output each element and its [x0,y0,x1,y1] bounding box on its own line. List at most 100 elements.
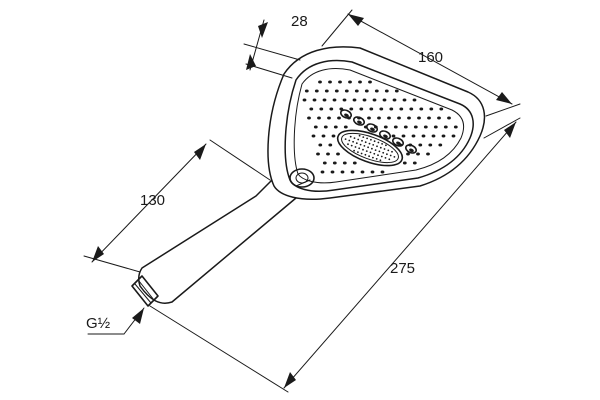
center-dot [365,150,368,153]
nozzle [334,89,339,93]
nozzle [340,170,345,174]
center-dot [387,149,390,152]
nozzle [443,125,448,129]
center-dot [379,159,382,162]
center-dot [357,151,359,154]
faceplate-rim [293,68,465,184]
nozzle [330,170,335,174]
center-dot [376,145,378,148]
center-dot [384,157,387,159]
center-dot [358,134,361,137]
center-dot [378,150,381,153]
nozzle [344,89,349,93]
nozzle [437,116,441,120]
label-overall-length: 275 [390,260,415,277]
center-dot [352,140,354,143]
nozzle [406,152,410,156]
nozzle [319,107,324,111]
nozzle [439,107,444,111]
nozzle [402,161,407,165]
nozzle [411,134,416,138]
center-dot [363,145,366,147]
nozzle [451,134,456,138]
nozzle [316,152,320,156]
center-dot [381,143,383,145]
center-dot [383,148,386,150]
center-dot [393,156,396,158]
nozzle [329,107,334,111]
nozzle [331,134,336,138]
nozzle [377,116,381,120]
nozzle [382,98,387,102]
nozzle [383,125,388,129]
nozzle [441,134,446,138]
nozzle [428,143,433,147]
center-spray-dots [344,134,396,162]
hand-shower [131,46,486,307]
nozzle [407,116,411,120]
nozzle [336,152,340,156]
nozzle [307,116,311,120]
label-head-depth: 28 [291,13,308,30]
nozzle [391,134,396,138]
massage-nozzle [352,116,366,126]
nozzle [453,125,458,129]
massage-nozzle-row [339,109,418,154]
center-dot [362,136,365,139]
nozzle [380,170,385,174]
nozzle [370,170,375,174]
nozzle [352,161,357,165]
nozzle [362,98,367,102]
center-dot [355,142,358,145]
nozzle [332,161,337,165]
nozzle [323,125,328,129]
center-dot [382,151,385,154]
massage-nozzle [339,109,353,119]
nozzle [333,125,338,129]
center-dot [373,152,376,155]
center-dot [368,142,371,145]
nozzle [402,98,407,102]
center-dot [380,155,383,158]
center-dot [377,141,380,144]
center-dot [358,147,361,150]
nozzle [358,80,362,84]
dim-head-depth [243,19,301,79]
center-dot [362,148,364,151]
center-dot [385,144,387,147]
nozzle [384,89,389,93]
nozzle [429,107,434,111]
nozzle [421,134,426,138]
shower-head-faceplate [284,59,474,192]
nozzle [343,125,348,129]
center-dot [361,139,363,142]
center-dot [388,158,391,161]
nozzle [418,143,423,147]
nozzle [399,107,404,111]
nozzle [326,152,330,156]
nozzle [392,98,397,102]
nozzle [338,80,342,84]
thread-connector [131,275,159,307]
center-dot [360,152,363,155]
center-dot [344,138,347,141]
center-dot [369,151,372,154]
nozzle [389,107,394,111]
nozzle [413,125,418,129]
nozzle [401,134,406,138]
center-dot [372,144,375,146]
center-dot [364,141,367,144]
massage-nozzle [365,123,379,133]
nozzle [364,89,369,93]
nozzle [313,125,318,129]
nozzle [348,80,352,84]
nozzle [393,125,398,129]
nozzle [423,125,428,129]
nozzle [324,89,329,93]
nozzle [372,98,377,102]
nozzle [387,116,391,120]
nozzle [320,170,325,174]
nozzle [438,143,443,147]
nozzle [352,98,357,102]
nozzle [394,89,399,93]
